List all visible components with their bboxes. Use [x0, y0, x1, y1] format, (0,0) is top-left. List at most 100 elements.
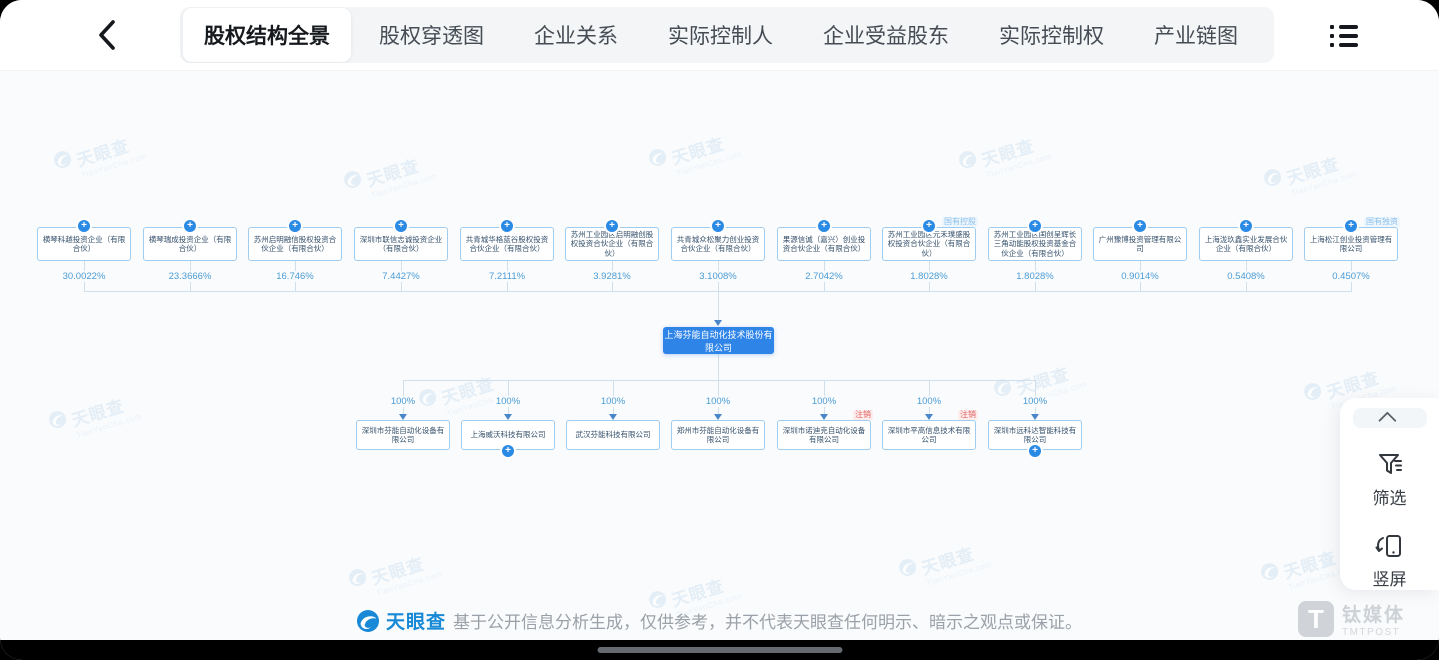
expand-plus-icon[interactable]: +	[78, 220, 90, 232]
filter-funnel-icon	[1378, 454, 1402, 474]
shareholder-node: 3.1008% 共青城众松聚力创业投资合伙企业（有限合伙） +	[671, 220, 765, 291]
expand-plus-icon[interactable]: +	[1240, 220, 1252, 232]
shareholder-box[interactable]: 果源信诚（嘉兴）创业投资合伙企业（有限合伙）	[777, 227, 871, 261]
subsidiary-node: 100% 武汉芬能科技有限公司	[566, 380, 660, 450]
shareholder-node: 7.4427% 深圳市联信志诚投资企业（有限合伙） +	[354, 220, 448, 291]
subsidiary-bus-line	[403, 380, 1036, 381]
shareholder-node: 3.9281% 苏州工业园区启明融创股权投资合伙企业（有限合伙） +	[565, 220, 659, 291]
expand-plus-icon[interactable]: +	[923, 220, 935, 232]
share-percent: 30.0022%	[59, 271, 109, 282]
subsidiary-node: 100% 深圳市远科达智能科技有限公司 +	[988, 380, 1082, 457]
ownership-percent: 100%	[387, 396, 419, 407]
tab-equity-penetration[interactable]: 股权穿透图	[379, 25, 484, 48]
expand-plus-icon[interactable]: +	[712, 220, 724, 232]
root-company-box[interactable]: 上海芬能自动化技术股份有限公司	[663, 327, 774, 354]
ownership-percent: 100%	[808, 396, 840, 407]
tab-beneficial-shareholders[interactable]: 企业受益股东	[823, 25, 949, 48]
state-owned-tag: 国有独资	[1364, 217, 1400, 227]
home-indicator-bar	[0, 640, 1439, 660]
tianyancha-logo-icon	[356, 609, 379, 632]
expand-plus-icon[interactable]: +	[1029, 445, 1041, 457]
expand-plus-icon[interactable]: +	[395, 220, 407, 232]
expand-plus-icon[interactable]: +	[606, 220, 618, 232]
shareholder-box[interactable]: 苏州工业园区国创呈辉长三角动能股权投资基金合伙企业（有限合伙）	[988, 227, 1082, 261]
shareholder-box[interactable]: 共青城华格蓝谷股权投资合伙企业（有限合伙）	[460, 227, 554, 261]
ownership-percent: 100%	[597, 396, 629, 407]
subsidiary-node: 100% 深圳市芬能自动化设备有限公司	[356, 380, 450, 450]
filter-button[interactable]: 筛选	[1373, 450, 1407, 509]
share-percent: 7.2111%	[485, 271, 529, 282]
shareholder-box[interactable]: 共青城众松聚力创业投资合伙企业（有限合伙）	[671, 227, 765, 261]
expand-plus-icon[interactable]: +	[1134, 220, 1146, 232]
shareholder-node: 0.4507% 上海松江创业投资管理有限公司 + 国有独资	[1304, 217, 1400, 291]
tab-actual-control-power[interactable]: 实际控制权	[999, 25, 1104, 48]
share-percent: 1.8028%	[907, 271, 951, 282]
share-percent: 16.746%	[273, 271, 317, 282]
share-percent: 0.5408%	[1224, 271, 1268, 282]
shareholder-box[interactable]: 广州豫博投资管理有限公司	[1093, 227, 1187, 261]
shareholder-box[interactable]: 横琴瑞成投资企业（有限合伙）	[143, 227, 237, 261]
portrait-label: 竖屏	[1372, 570, 1407, 589]
subsidiary-node: 100% 深圳市平高信息技术有限公司 注销	[882, 380, 978, 450]
root-bottom-line	[718, 354, 719, 380]
root-top-line	[718, 291, 719, 321]
subsidiary-box[interactable]: 深圳市芬能自动化设备有限公司	[356, 420, 450, 450]
subsidiary-node: 100% 上海威沃科技有限公司 +	[461, 380, 555, 457]
share-percent: 3.9281%	[590, 271, 634, 282]
tmtpost-sub: TMTPOST	[1341, 627, 1401, 638]
subsidiary-node: 100% 郑州市芬能自动化设备有限公司	[671, 380, 765, 450]
collapse-panel-button[interactable]	[1352, 408, 1427, 430]
home-indicator-pill[interactable]	[597, 647, 842, 653]
deregistered-tag: 注销	[958, 410, 978, 420]
back-icon[interactable]	[96, 19, 118, 51]
shareholder-node: 1.8028% 苏州工业园区元禾璞盛股权投资合伙企业（有限合伙） + 国有控股	[882, 217, 978, 291]
subsidiary-box[interactable]: 深圳市诺迪克自动化设备有限公司	[777, 420, 871, 450]
tool-panel: 筛选 竖屏	[1340, 398, 1439, 590]
expand-plus-icon[interactable]: +	[289, 220, 301, 232]
tab-industry-chain[interactable]: 产业链图	[1154, 25, 1238, 48]
shareholder-box[interactable]: 苏州启明融信股权投资合伙企业（有限合伙）	[248, 227, 342, 261]
shareholder-node: 7.2111% 共青城华格蓝谷股权投资合伙企业（有限合伙） +	[460, 220, 554, 291]
shareholder-box[interactable]: 横琴科越投资企业（有限合伙）	[37, 227, 131, 261]
expand-plus-icon[interactable]: +	[1029, 220, 1041, 232]
subsidiary-box[interactable]: 武汉芬能科技有限公司	[566, 420, 660, 450]
ownership-percent: 100%	[913, 396, 945, 407]
state-owned-tag: 国有控股	[942, 217, 978, 227]
expand-plus-icon[interactable]: +	[184, 220, 196, 232]
subsidiary-box[interactable]: 郑州市芬能自动化设备有限公司	[671, 420, 765, 450]
share-percent: 3.1008%	[696, 271, 740, 282]
expand-plus-icon[interactable]: +	[501, 220, 513, 232]
tab-equity-structure[interactable]: 股权结构全景	[183, 8, 351, 62]
share-percent: 1.8028%	[1013, 271, 1057, 282]
tab-actual-controller[interactable]: 实际控制人	[668, 25, 773, 48]
ownership-percent: 100%	[1019, 396, 1051, 407]
shareholder-box[interactable]: 苏州工业园区启明融创股权投资合伙企业（有限合伙）	[565, 227, 659, 261]
tab-company-relations[interactable]: 企业关系	[534, 25, 618, 48]
disclaimer-text: 基于公开信息分析生成，仅供参考，并不代表天眼查任何明示、暗示之观点或保证。	[453, 613, 1082, 632]
ownership-percent: 100%	[492, 396, 524, 407]
rotate-screen-icon	[1375, 535, 1401, 557]
subsidiary-node: 100% 深圳市诺迪克自动化设备有限公司 注销	[777, 380, 873, 450]
share-percent: 23.3666%	[165, 271, 215, 282]
shareholder-node: 0.5408% 上海泷玖鑫实业发展合伙企业（有限合伙） +	[1199, 220, 1293, 291]
shareholder-node: 23.3666% 横琴瑞成投资企业（有限合伙） +	[143, 220, 237, 291]
shareholder-box[interactable]: 深圳市联信志诚投资企业（有限合伙）	[354, 227, 448, 261]
disclaimer-bar: 天眼查 基于公开信息分析生成，仅供参考，并不代表天眼查任何明示、暗示之观点或保证…	[0, 607, 1439, 634]
shareholder-box[interactable]: 上海松江创业投资管理有限公司	[1304, 227, 1398, 261]
shareholder-box[interactable]: 苏州工业园区元禾璞盛股权投资合伙企业（有限合伙）	[882, 227, 976, 261]
shareholder-node: 0.9014% 广州豫博投资管理有限公司 +	[1093, 220, 1187, 291]
down-arrow-icon	[714, 320, 722, 326]
expand-plus-icon[interactable]: +	[1345, 220, 1357, 232]
share-percent: 7.4427%	[379, 271, 423, 282]
subsidiary-box[interactable]: 深圳市平高信息技术有限公司	[882, 420, 976, 450]
expand-plus-icon[interactable]: +	[818, 220, 830, 232]
list-menu-icon[interactable]	[1330, 25, 1358, 47]
shareholder-box[interactable]: 上海泷玖鑫实业发展合伙企业（有限合伙）	[1199, 227, 1293, 261]
expand-plus-icon[interactable]: +	[502, 445, 514, 457]
portrait-button[interactable]: 竖屏	[1373, 531, 1407, 590]
tab-bar: 股权结构全景 股权穿透图 企业关系 实际控制人 企业受益股东 实际控制权 产业链…	[180, 7, 1274, 63]
